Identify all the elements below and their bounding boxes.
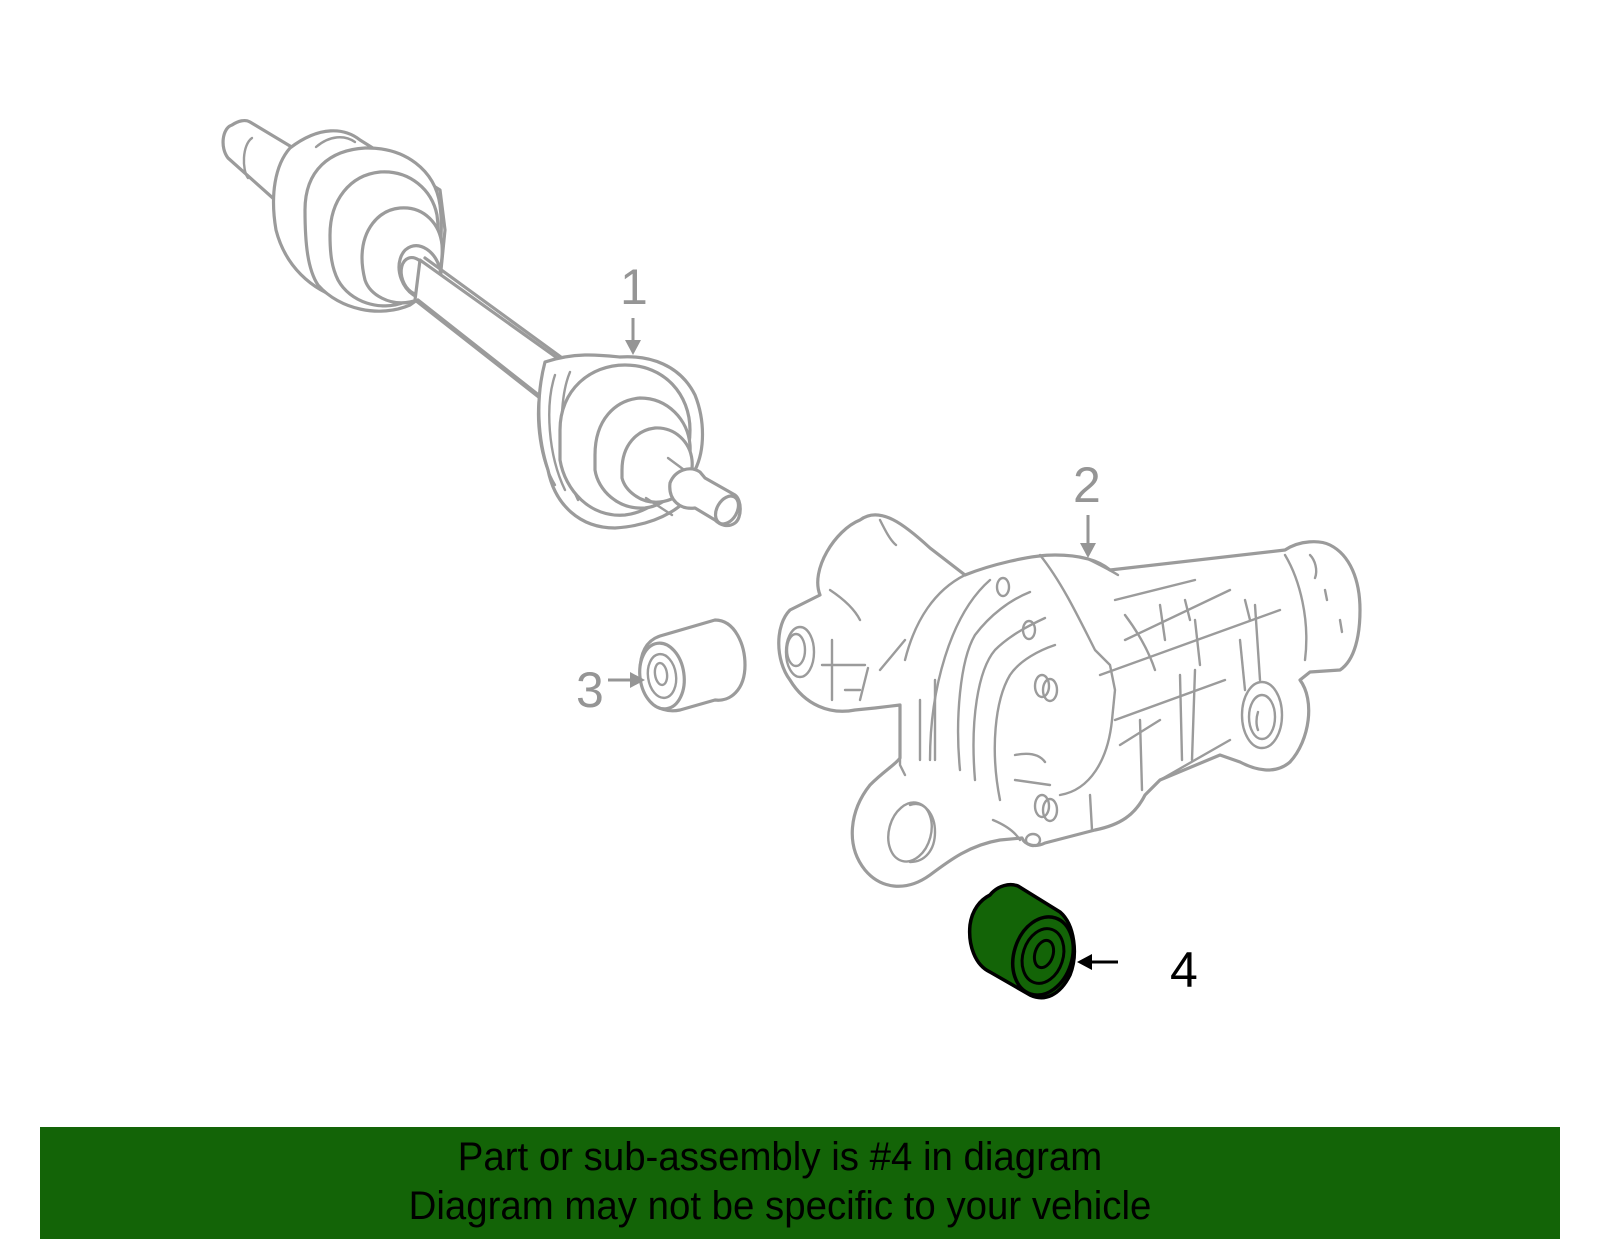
- front-bushing-part[interactable]: [636, 618, 747, 713]
- callout-arrow-1: [625, 318, 641, 355]
- callout-label-1: 1: [620, 259, 648, 315]
- banner-part-number-text: Part or sub-assembly is #4 in diagram: [457, 1135, 1103, 1179]
- parts-diagram: [221, 118, 1362, 1003]
- callout-arrow-2: [1080, 515, 1096, 558]
- banner-disclaimer-text: Diagram may not be specific to your vehi…: [408, 1184, 1152, 1228]
- callout-label-4: 4: [1170, 942, 1198, 998]
- callout-arrow-3: [608, 672, 645, 688]
- axle-shaft-part[interactable]: [221, 118, 743, 530]
- info-banner: Part or sub-assembly is #4 in diagram Di…: [40, 1127, 1560, 1239]
- differential-housing-part[interactable]: [777, 513, 1362, 888]
- callout-label-2: 2: [1073, 457, 1101, 513]
- callout-arrow-4: [1077, 954, 1118, 970]
- rear-bushing-part-highlighted[interactable]: [967, 882, 1083, 1003]
- callout-label-3: 3: [576, 662, 604, 718]
